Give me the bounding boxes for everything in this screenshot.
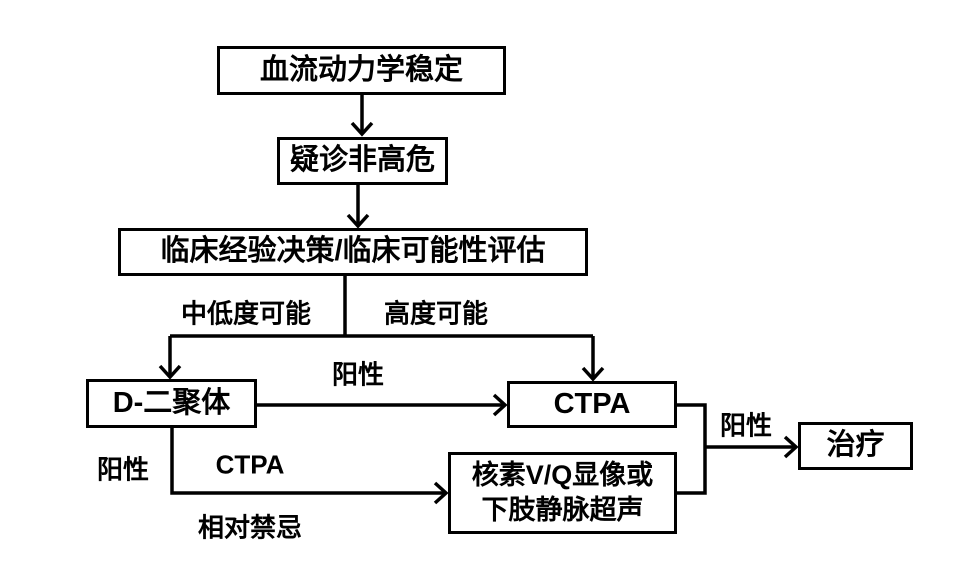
node-clinical-assessment: 临床经验决策/临床可能性评估 (118, 228, 588, 276)
node-hemodynamic-stable-label: 血流动力学稳定 (259, 53, 463, 86)
node-hemodynamic-stable: 血流动力学稳定 (217, 46, 506, 95)
node-ctpa-label: CTPA (553, 387, 631, 420)
node-ctpa: CTPA (507, 381, 677, 428)
merge-line-ctpa-vq (677, 403, 707, 495)
node-suspected-non-high-risk: 疑诊非高危 (277, 137, 448, 185)
node-treatment-label: 治疗 (826, 429, 885, 462)
node-treatment: 治疗 (798, 422, 913, 470)
edge-label-positive-left: 阳性 (96, 454, 150, 485)
edge-label-ctpa-contraindicated-line1: CTPA (215, 449, 285, 480)
node-vq-scan-or-ultrasound: 核素V/Q显像或 下肢静脉超声 (448, 452, 677, 534)
node-d-dimer: D-二聚体 (86, 379, 257, 428)
arrow-d-dimer-to-vq (170, 427, 449, 505)
edge-label-low-moderate-probability: 中低度可能 (180, 298, 312, 329)
edge-label-positive-to-ctpa: 阳性 (331, 359, 385, 390)
node-vq-scan-or-ultrasound-label: 核素V/Q显像或 下肢静脉超声 (471, 459, 654, 525)
node-suspected-non-high-risk-label: 疑诊非高危 (289, 144, 435, 177)
node-clinical-assessment-label: 临床经验决策/临床可能性评估 (160, 235, 546, 268)
edge-label-high-probability: 高度可能 (383, 298, 489, 329)
edge-label-positive-to-treatment: 阳性 (719, 410, 773, 441)
edge-label-ctpa-contraindicated-line2: 相对禁忌 (197, 512, 303, 543)
node-d-dimer-label: D-二聚体 (112, 386, 231, 419)
